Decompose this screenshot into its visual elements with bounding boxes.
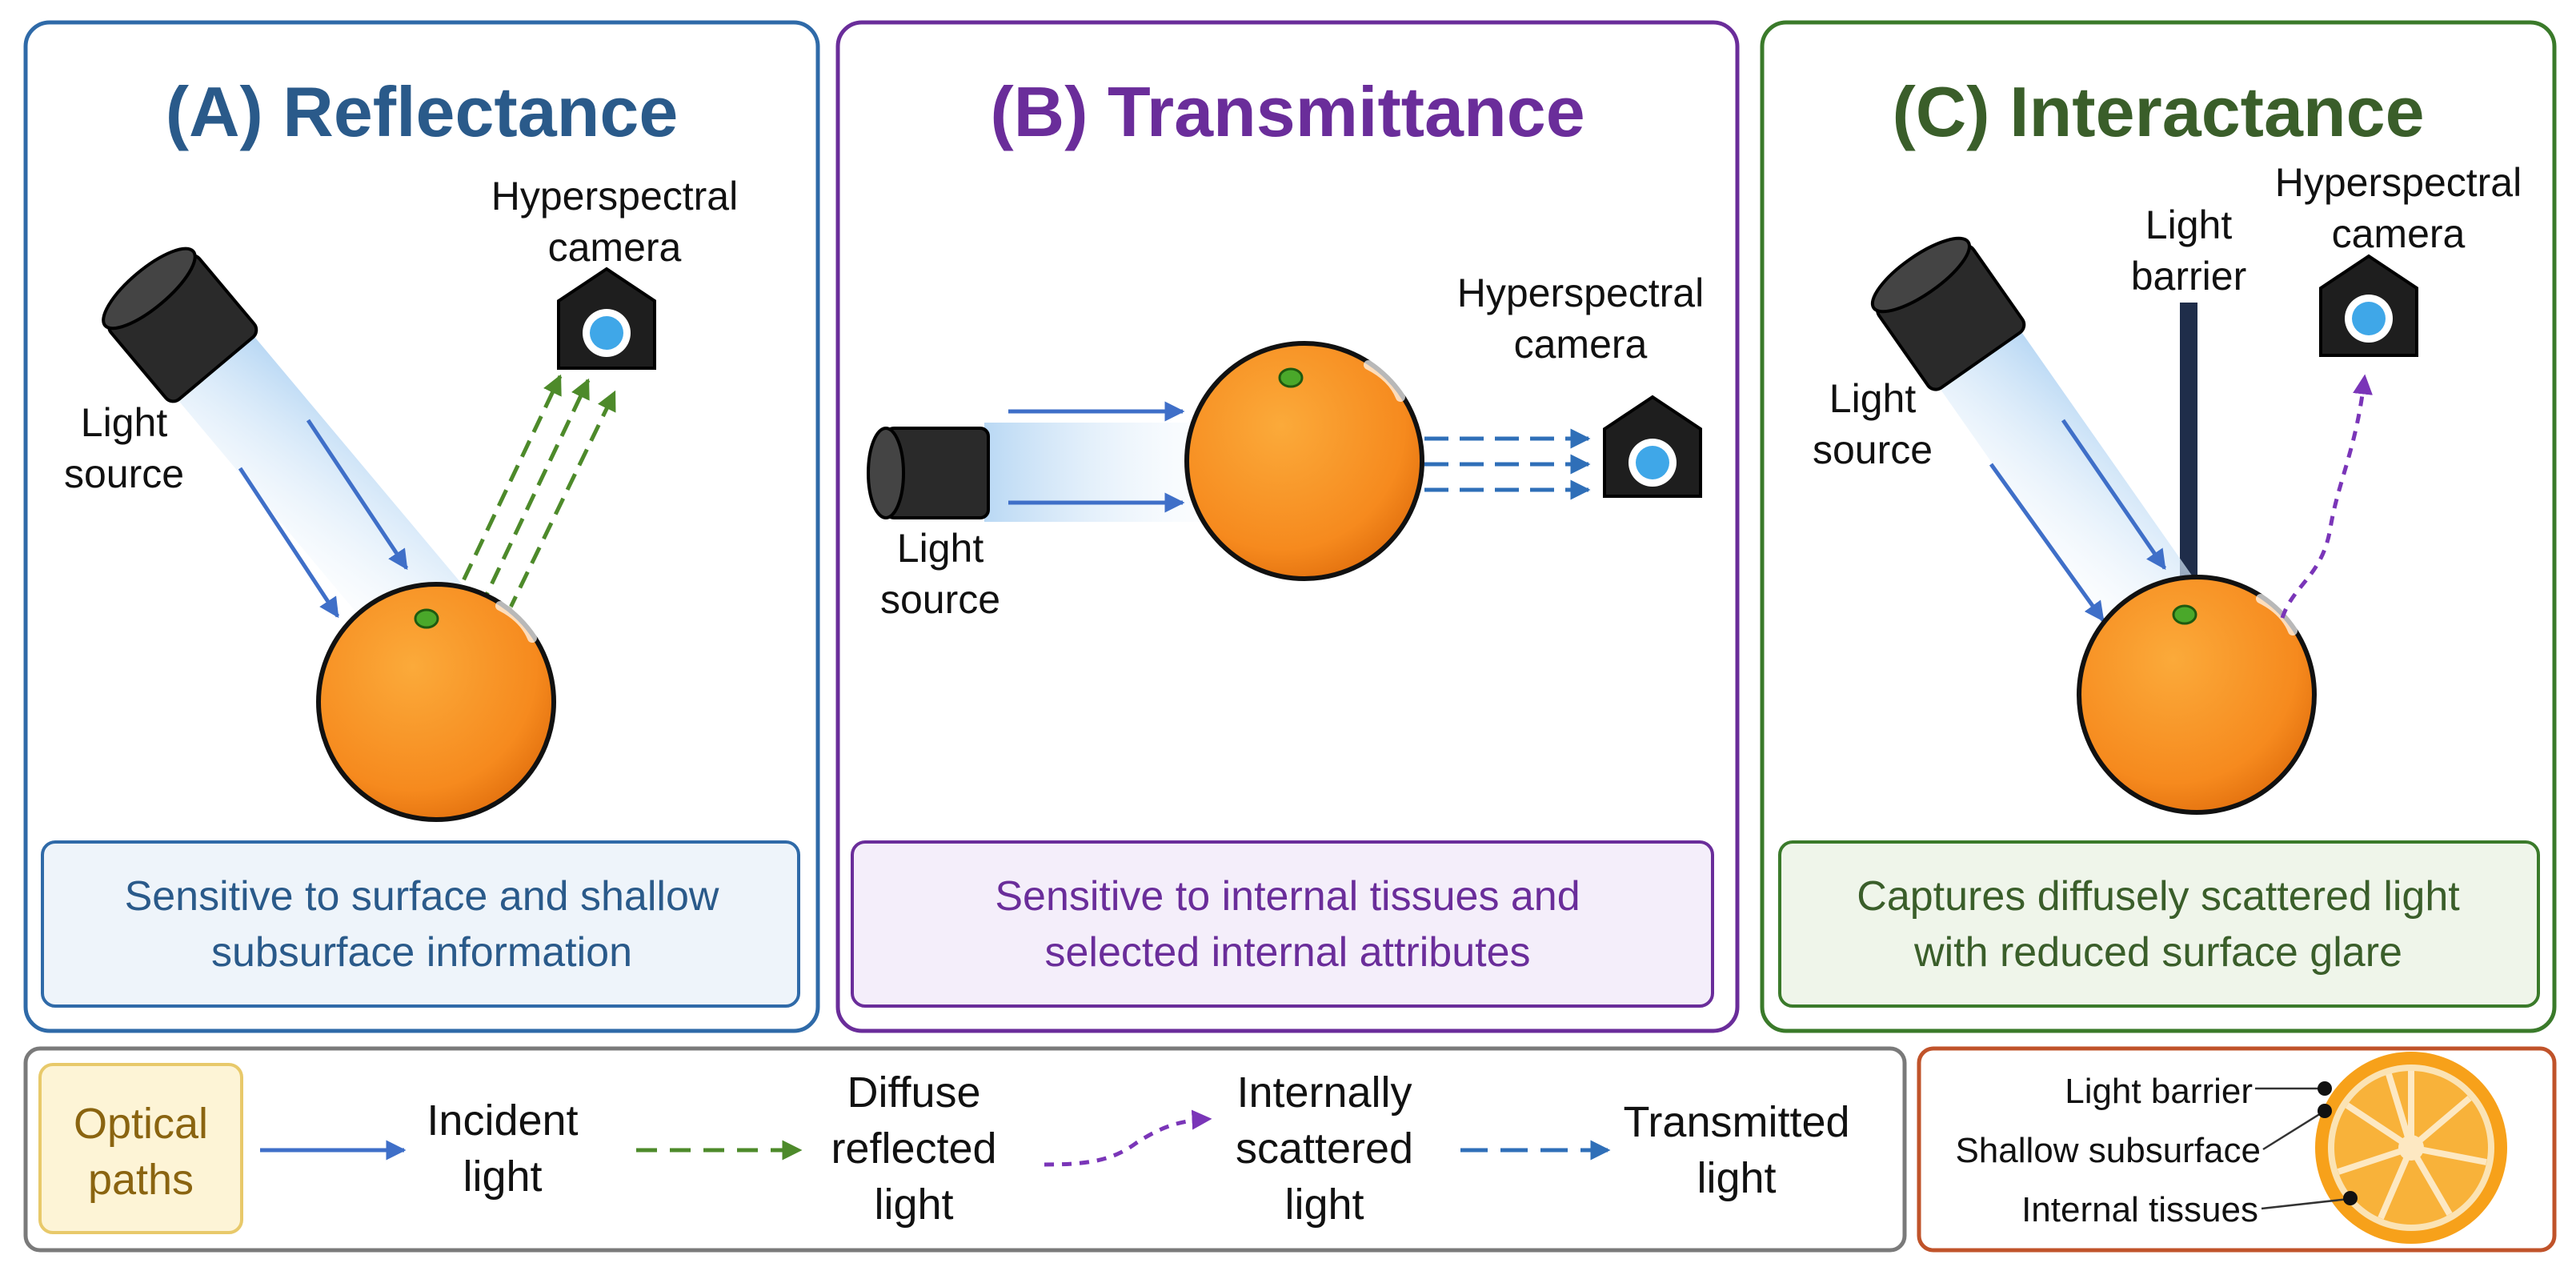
legend-scattered-line2: scattered (1236, 1125, 1413, 1173)
panel-a-frame (23, 20, 820, 1033)
panel-a-camera-label-line1: Hyperspectral (491, 174, 738, 219)
panel-c-caption-line1: Captures diffusely scattered light (1857, 873, 2460, 920)
panel-a-camera-label-line2: camera (548, 225, 682, 270)
orange-icon (1184, 341, 1424, 581)
panel-c-caption-line2: with reduced surface glare (1913, 929, 2402, 976)
incident-arrow (238, 467, 340, 619)
diffuse-arrow (478, 378, 591, 610)
leader-line (2262, 1109, 2326, 1151)
panel-b-source-label-line2: source (880, 577, 1000, 622)
light-source-icon (867, 423, 1240, 522)
legend-diffuse-line2: reflected (831, 1125, 996, 1173)
legend-heading-line1: Optical (74, 1100, 208, 1148)
panel-interactance: (C) Interactance Hyperspectral camera Li… (1760, 20, 2557, 1033)
incident-arrow (306, 419, 409, 571)
panel-b-caption-box (851, 840, 1714, 1008)
orange-icon (316, 582, 556, 822)
panel-c-barrier-label-line2: barrier (2131, 254, 2246, 299)
incident-arrow (2061, 419, 2167, 571)
camera-icon (1603, 395, 1702, 498)
legend-heading-line2: paths (88, 1156, 194, 1204)
legend-frame (23, 1046, 1907, 1253)
incident-arrow (1989, 463, 2105, 623)
panel-b-camera-label-line2: camera (1514, 322, 1648, 367)
panel-c-source-label-line2: source (1813, 427, 1933, 472)
leader-line (2261, 1197, 2350, 1210)
tissue-key: Light barrier Shallow subsurface Interna… (1917, 1046, 2557, 1253)
camera-icon (557, 267, 656, 370)
optical-paths-legend: Optical paths Incident light Diffuse ref… (23, 1046, 1907, 1253)
camera-icon (2319, 254, 2418, 357)
panel-c-camera-label-line1: Hyperspectral (2275, 160, 2522, 205)
tissue-label-shallow-subsurface: Shallow subsurface (1955, 1131, 2261, 1170)
panel-c-camera-label-line2: camera (2332, 211, 2466, 256)
panel-b-title: (B) Transmittance (990, 72, 1584, 151)
panel-b-source-label-line1: Light (897, 526, 984, 571)
marker-dot (2343, 1191, 2358, 1205)
panel-c-caption-box (1778, 840, 2540, 1008)
diffuse-arrow (450, 374, 563, 606)
tissue-label-light-barrier: Light barrier (2065, 1072, 2253, 1111)
panel-b-caption-line1: Sensitive to internal tissues and (995, 873, 1580, 920)
scattered-light-swatch (1044, 1109, 1212, 1167)
legend-incident-line1: Incident (427, 1097, 578, 1145)
scattered-arrow (2280, 374, 2373, 619)
legend-transmitted-line2: light (1697, 1154, 1776, 1202)
marker-dot (2318, 1081, 2332, 1096)
panel-a-caption-line2: subsurface information (211, 929, 632, 976)
panel-b-camera-label-line1: Hyperspectral (1457, 271, 1704, 315)
panel-a-source-label-line2: source (64, 451, 184, 496)
legend-diffuse-line1: Diffuse (847, 1069, 980, 1117)
panel-b-caption-line2: selected internal attributes (1044, 929, 1530, 976)
legend-diffuse-line3: light (874, 1181, 953, 1229)
panel-a-title: (A) Reflectance (166, 72, 679, 151)
panel-c-title: (C) Interactance (1892, 72, 2424, 151)
panel-reflectance: (A) Reflectance Hyperspectral camera Lig… (23, 20, 820, 1033)
orange-icon (2077, 575, 2317, 815)
orange-cross-section-icon (2315, 1052, 2507, 1244)
panel-c-source-label-line1: Light (1829, 376, 1917, 421)
legend-scattered-line3: light (1284, 1181, 1364, 1229)
panel-transmittance: (B) Transmittance Hyperspectral camera L… (835, 20, 1740, 1033)
panel-a-source-label-line1: Light (81, 400, 168, 445)
marker-dot (2318, 1104, 2332, 1118)
light-barrier (2180, 303, 2197, 584)
tissue-label-internal-tissues: Internal tissues (2021, 1190, 2258, 1229)
diffuse-arrow (506, 390, 617, 614)
panel-a-caption-line1: Sensitive to surface and shallow (125, 873, 719, 920)
legend-transmitted-line1: Transmitted (1623, 1098, 1849, 1146)
panel-a-caption-box (41, 840, 800, 1008)
legend-scattered-line1: Internally (1236, 1069, 1412, 1117)
panel-c-barrier-label-line1: Light (2145, 202, 2233, 247)
legend-heading-box (38, 1063, 243, 1234)
legend-incident-line2: light (463, 1153, 542, 1201)
